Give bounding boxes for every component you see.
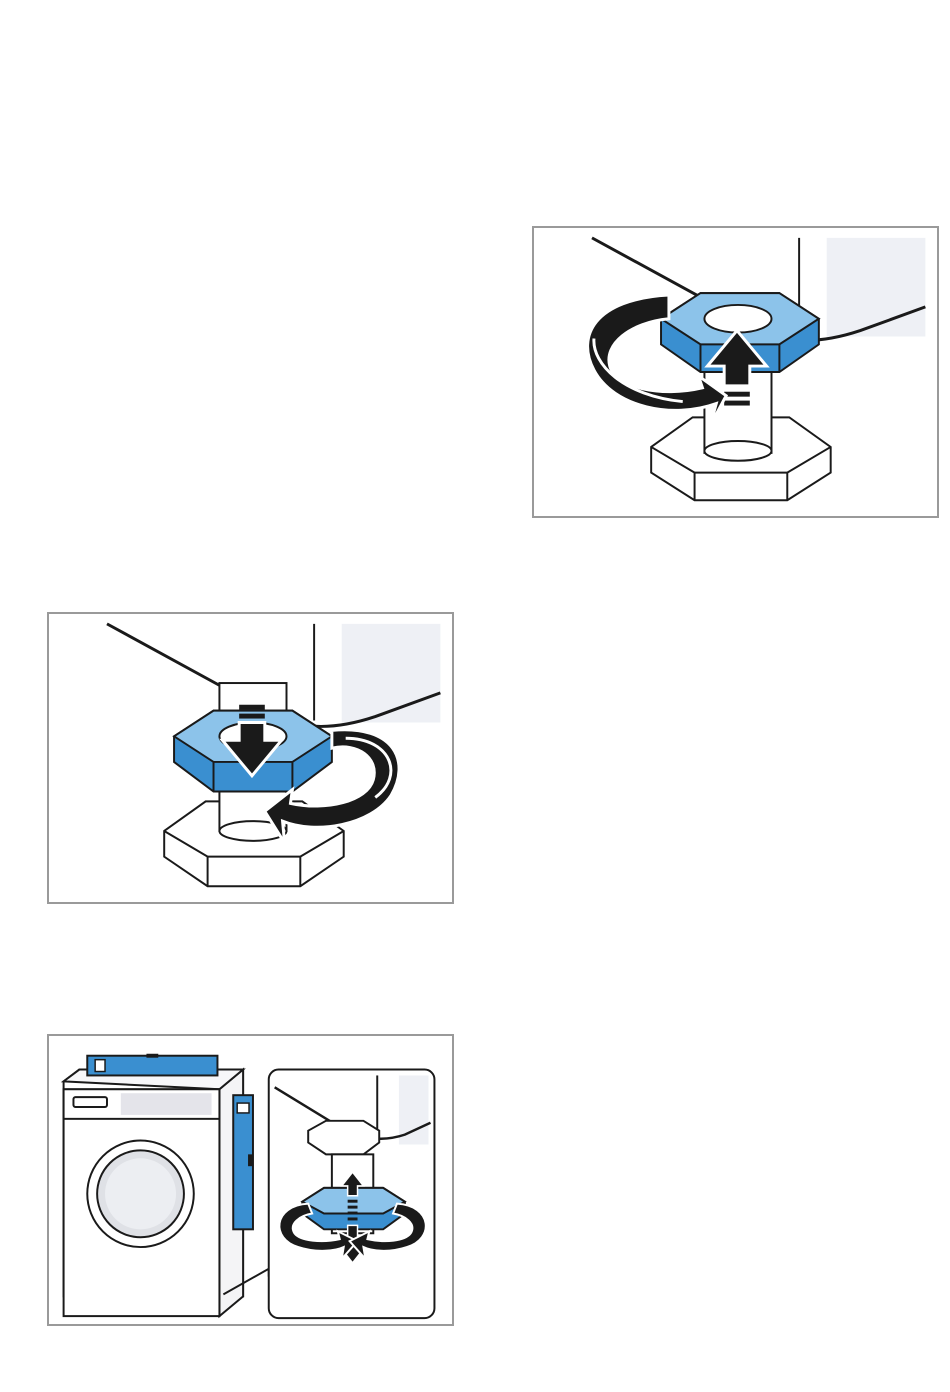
arrow-up-icon <box>724 392 750 397</box>
arrow-down-icon <box>348 1217 358 1220</box>
arrow-down-icon <box>239 714 265 719</box>
tighten-locknut-illustration-icon <box>534 228 937 516</box>
spirit-level-foot-adjustment-illustration-icon <box>49 1036 452 1324</box>
spirit-level-horizontal-icon <box>87 1056 217 1076</box>
control-panel-display <box>121 1093 212 1115</box>
loosen-locknut-illustration-icon <box>49 614 452 902</box>
arrow-up-icon <box>724 401 750 406</box>
spirit-level-vial-icon <box>146 1054 158 1058</box>
loosen-locknut-illustration <box>47 612 454 904</box>
arrow-down-icon <box>348 1212 358 1215</box>
arrow-down-icon <box>239 705 265 710</box>
foot-shaft-bottom <box>704 441 771 461</box>
spirit-level-vial-icon <box>248 1154 252 1166</box>
locknut-hole <box>704 305 771 333</box>
spirit-level-vial-icon <box>237 1103 249 1113</box>
arrow-up-icon <box>348 1200 358 1203</box>
tighten-locknut-illustration <box>532 226 939 518</box>
spirit-level-foot-adjustment-illustration <box>47 1034 454 1326</box>
detergent-drawer-icon <box>73 1097 107 1107</box>
spirit-level-vial-icon <box>95 1060 105 1072</box>
door-glass-icon <box>105 1158 176 1229</box>
arrow-up-icon <box>348 1206 358 1209</box>
appliance-side-panel <box>827 238 926 337</box>
appliance-side-panel <box>342 624 441 723</box>
foot-top-nut <box>308 1121 379 1155</box>
